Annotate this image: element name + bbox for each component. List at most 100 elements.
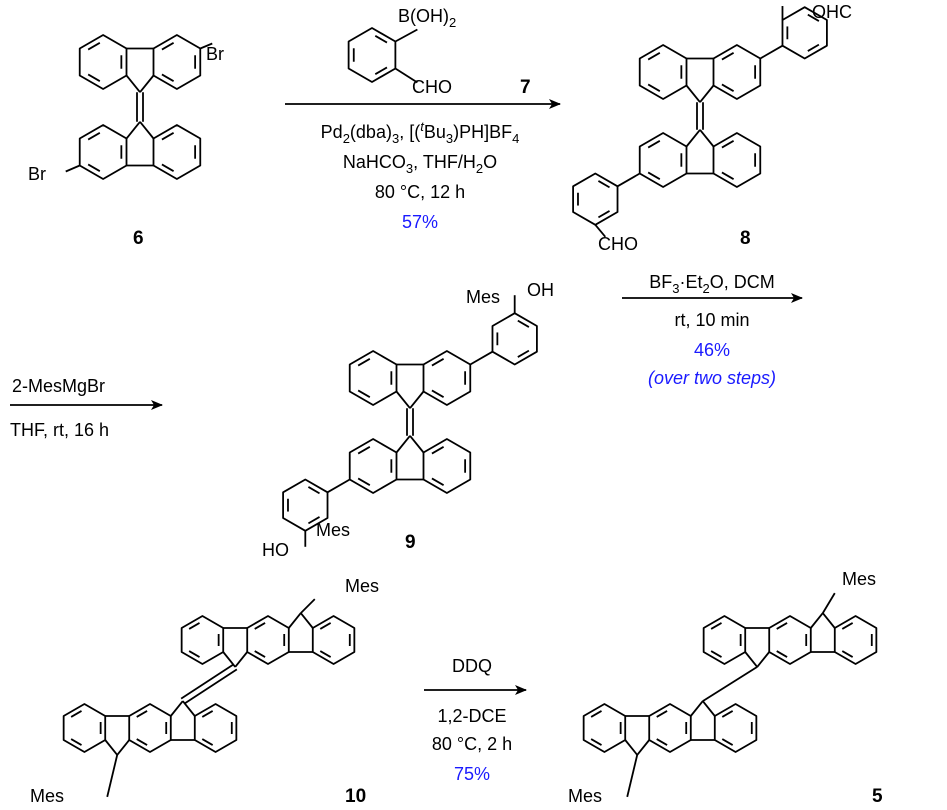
double-bond-inner — [807, 13, 820, 22]
subscript: 3 — [446, 131, 453, 146]
aryl-bond — [759, 44, 783, 60]
compound-9-oh-top: OH — [527, 280, 554, 300]
double-bond-inner — [357, 389, 371, 398]
double-bond-inner — [319, 650, 332, 658]
benzene-ring — [193, 703, 238, 753]
five-ring-bond — [104, 739, 118, 756]
five-ring-bond — [702, 700, 716, 717]
double-bond-inner — [136, 710, 148, 718]
double-bond-inner — [70, 710, 82, 718]
benzene-ring — [311, 615, 356, 665]
text-segment: 80 °C, 12 h — [375, 182, 465, 202]
compound-7-boronic-acid: B(OH)2 — [398, 6, 456, 30]
subscript: 3 — [406, 161, 413, 176]
double-bond-inner — [307, 516, 320, 525]
subscript: 2 — [703, 281, 710, 296]
benzene-ring — [702, 615, 747, 665]
double-bond-inner — [841, 650, 854, 658]
double-bond-inner — [776, 650, 788, 658]
step4-reagent: DDQ — [452, 656, 492, 676]
double-bond-inner — [431, 477, 445, 486]
double-bond-inner — [431, 358, 445, 367]
double-bond-inner — [776, 622, 788, 630]
double-bond-inner — [656, 710, 668, 718]
double-bond-inner — [431, 389, 445, 398]
compound-8-label: 8 — [740, 228, 751, 249]
text-segment: O, DCM — [710, 272, 775, 292]
step3-yield: 46% — [694, 340, 730, 360]
aryl-bond — [327, 478, 351, 494]
double-bond — [180, 663, 235, 700]
compound-6-label: 6 — [133, 228, 144, 249]
five-ring-bond — [685, 84, 701, 103]
benzene-ring — [152, 124, 202, 180]
double-bond-inner — [721, 83, 735, 92]
double-bond-inner — [721, 140, 735, 149]
step4-condition-1: 1,2-DCE — [437, 706, 506, 726]
five-ring-bond — [624, 739, 638, 756]
subscript: 3 — [672, 281, 679, 296]
double-bond-inner — [647, 171, 661, 180]
compound-5-mes-bottom: Mes — [568, 786, 602, 806]
text-segment: B(OH) — [398, 6, 449, 26]
double-bond-inner — [161, 42, 175, 51]
double-bond-inner — [87, 163, 101, 172]
aryl-bond — [469, 350, 493, 366]
five-ring-bond — [409, 435, 425, 454]
c-mes-bond — [106, 754, 119, 798]
subscript: 3 — [392, 131, 399, 146]
compound-8-ohc: OHC — [812, 2, 852, 22]
double-bond-inner — [721, 710, 734, 718]
five-ring-bond — [685, 129, 701, 148]
compound-5-mes-top: Mes — [842, 569, 876, 589]
double-bond-inner — [374, 35, 388, 44]
benzene-ring — [422, 350, 472, 406]
step1-condition-3: 80 °C, 12 h — [375, 182, 465, 202]
c-mes-bond — [822, 592, 836, 614]
benzene-ring — [833, 615, 878, 665]
compound-10-label: 10 — [345, 786, 366, 807]
c-cho-bond — [394, 67, 418, 84]
double-bond-inner — [647, 83, 661, 92]
superscript: t — [420, 119, 425, 134]
step2-conditions: THF, rt, 16 h — [10, 420, 109, 440]
benzene-ring — [713, 703, 758, 753]
compound-5-label: 5 — [872, 786, 883, 807]
double-bond-inner — [517, 319, 530, 328]
double-bond-inner — [656, 738, 668, 746]
text-segment: BF — [649, 272, 672, 292]
double-bond-inner — [721, 738, 734, 746]
benzene-ring — [491, 312, 538, 366]
benzene-ring — [638, 44, 688, 100]
double-bond-inner — [597, 210, 610, 219]
compound-9-label: 9 — [405, 532, 416, 553]
five-ring-bond — [300, 612, 314, 629]
five-ring-bond — [288, 612, 302, 629]
compound-10-mes-top: Mes — [345, 576, 379, 596]
c-mes-bond — [300, 598, 316, 614]
five-ring-bond — [636, 739, 650, 756]
subscript: 4 — [512, 131, 519, 146]
double-bond-inner — [161, 163, 175, 172]
double-bond-inner — [319, 622, 332, 630]
compound-9-mes-bottom: Mes — [316, 520, 350, 540]
five-ring-bond — [756, 651, 770, 668]
step4-yield: 75% — [454, 764, 490, 784]
double-bond-inner — [87, 42, 101, 51]
five-ring-bond — [395, 390, 411, 409]
c-br-bond — [65, 164, 81, 173]
double-bond-inner — [201, 710, 214, 718]
c-b-bond — [394, 28, 418, 43]
structures — [62, 6, 878, 798]
five-ring-bond — [170, 700, 184, 717]
subscript: 2 — [476, 161, 483, 176]
five-ring-bond — [699, 84, 715, 103]
biaryl-bond — [702, 666, 758, 702]
benzene-ring — [348, 438, 398, 494]
double-bond-inner — [807, 43, 820, 52]
text-segment: ·Et — [680, 272, 703, 292]
c-br-bond — [199, 42, 213, 50]
text-segment: , THF/H — [413, 152, 476, 172]
five-ring-bond — [690, 700, 704, 717]
